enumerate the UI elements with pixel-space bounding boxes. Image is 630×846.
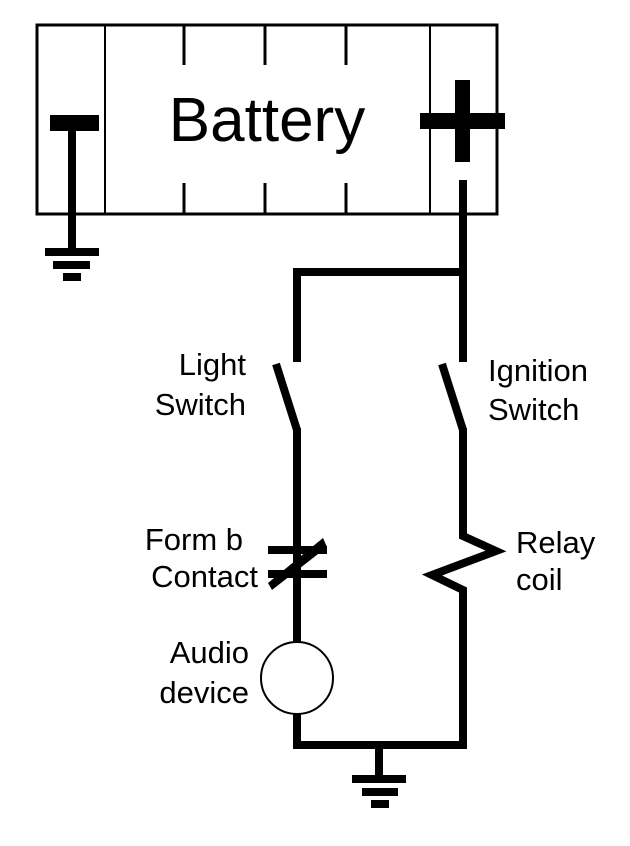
normally-closed-contact-icon	[268, 538, 327, 590]
ignition-switch-label-line2: Switch	[488, 392, 579, 427]
audio-device-label-line1: Audio	[170, 635, 249, 670]
relay-coil-label-line1: Relay	[516, 525, 596, 560]
battery-ground-icon	[45, 248, 99, 281]
audio-device-label-line2: device	[159, 675, 249, 710]
light-switch-label-line2: Switch	[155, 387, 246, 422]
ignition-switch-label-line1: Ignition	[488, 353, 588, 388]
relay-coil: Relay coil	[421, 525, 596, 749]
light-switch-label-line1: Light	[179, 347, 247, 382]
circuit-ground-icon	[352, 775, 406, 808]
light-switch: Light Switch	[155, 347, 301, 538]
ignition-switch: Ignition Switch	[438, 353, 588, 534]
ignition-switch-blade-icon	[438, 362, 467, 432]
audio-device-circle-icon	[260, 641, 334, 715]
branch-wire-top	[293, 268, 463, 362]
coil-zigzag-icon	[421, 532, 507, 594]
form-b-contact-label-line1: Form b	[145, 522, 243, 557]
return-path	[293, 741, 467, 776]
wiring	[293, 180, 467, 362]
plus-terminal-icon	[420, 80, 505, 162]
battery-label: Battery	[169, 86, 365, 155]
minus-terminal-icon	[50, 115, 99, 251]
audio-device: Audio device	[159, 635, 334, 745]
battery: Battery	[35, 23, 499, 216]
form-b-contact: Form b Contact	[145, 522, 327, 642]
light-switch-blade-icon	[272, 362, 301, 432]
form-b-contact-label-line2: Contact	[151, 559, 258, 594]
relay-coil-label-line2: coil	[516, 562, 563, 597]
bottom-return-wire	[293, 741, 467, 749]
